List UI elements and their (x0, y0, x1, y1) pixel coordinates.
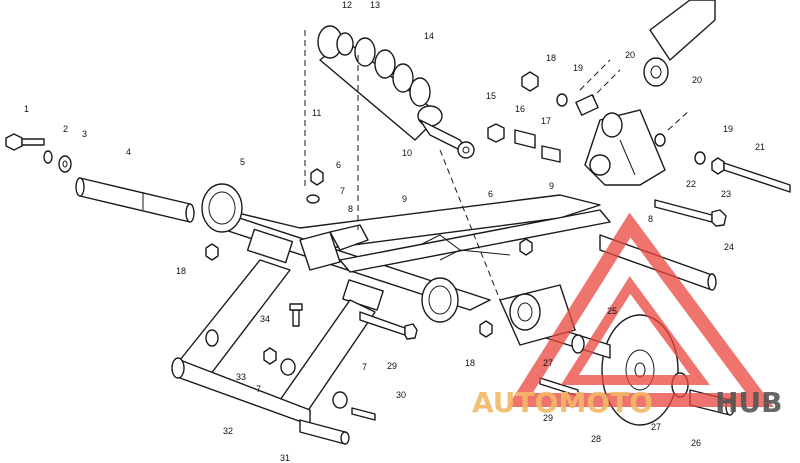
screw-34 (292, 309, 300, 327)
washer-2 (43, 150, 53, 164)
bushing-17 (541, 145, 561, 163)
washer-7-right (332, 391, 348, 409)
callout-1: 1 (24, 104, 29, 114)
callout-24: 24 (724, 242, 734, 252)
washer-19-right (694, 151, 706, 165)
callout-3: 3 (82, 129, 87, 139)
bushing-20 (575, 94, 599, 116)
bolt-21 (711, 157, 791, 193)
lower-arm-assembly (171, 259, 376, 445)
bolt-30 (351, 407, 376, 421)
nut-18-center (479, 320, 493, 338)
callout-19b: 19 (723, 124, 733, 134)
callout-30: 30 (396, 390, 406, 400)
callout-22: 22 (686, 179, 696, 189)
rocker-arm-22 (584, 109, 666, 186)
spring-clip-9 (419, 234, 511, 261)
bushing-16 (514, 129, 536, 149)
callout-9b: 9 (549, 181, 554, 191)
washer-7-top (306, 194, 320, 204)
washer-7-lower (280, 358, 296, 376)
callout-15: 15 (486, 91, 496, 101)
callout-8b: 8 (648, 214, 653, 224)
callout-10: 10 (402, 148, 412, 158)
upper-a-arm-frame (201, 183, 611, 323)
part-callouts: 1 2 3 4 5 6 6 7 7 7 8 8 9 9 10 11 12 13 … (24, 0, 765, 463)
washer-3 (58, 155, 72, 173)
watermark-word-automoto: AUTOMOTO (472, 386, 653, 419)
callout-6a: 6 (336, 160, 341, 170)
callout-5: 5 (240, 157, 245, 167)
callout-9a: 9 (402, 194, 407, 204)
callout-13: 13 (370, 0, 380, 10)
callout-29b: 29 (543, 413, 553, 423)
nut-15 (487, 123, 505, 143)
callout-21: 21 (755, 142, 765, 152)
callout-29a: 29 (387, 361, 397, 371)
nut-18-left (205, 243, 219, 261)
automotohub-watermark: AUTOMOTO HUB (472, 212, 783, 419)
callout-20b: 20 (692, 75, 702, 85)
callout-7b: 7 (256, 384, 261, 394)
callout-16: 16 (515, 104, 525, 114)
callout-26: 26 (691, 438, 701, 448)
callout-7a: 7 (340, 186, 345, 196)
callout-12: 12 (342, 0, 352, 10)
nut-33 (263, 347, 277, 365)
nut-6-right (519, 238, 533, 256)
callout-18c: 18 (465, 358, 475, 368)
callout-19a: 19 (573, 63, 583, 73)
callout-23: 23 (721, 189, 731, 199)
washer-19-top (556, 93, 568, 107)
watermark-triangle-outer (507, 212, 774, 407)
callout-4: 4 (126, 147, 131, 157)
callout-6b: 6 (488, 189, 493, 199)
bolt-1-left (5, 133, 45, 151)
tube-4 (75, 177, 195, 223)
callout-17: 17 (541, 116, 551, 126)
bracket-8 (329, 224, 369, 251)
shock-upper-right (643, 0, 716, 87)
callout-33: 33 (236, 372, 246, 382)
callout-27a: 27 (543, 358, 553, 368)
callout-34: 34 (260, 314, 270, 324)
washer-27-left (571, 334, 585, 354)
callout-18b: 18 (176, 266, 186, 276)
callout-14: 14 (424, 31, 434, 41)
callout-32: 32 (223, 426, 233, 436)
nut-6-top (310, 168, 324, 186)
washer-20-right (654, 133, 666, 147)
bolt-23 (654, 199, 727, 227)
callout-28: 28 (591, 434, 601, 444)
callout-18a: 18 (546, 53, 556, 63)
nut-18-top (521, 71, 539, 92)
callout-27b: 27 (651, 422, 661, 432)
watermark-triangle-inner (560, 276, 710, 385)
callout-7c: 7 (362, 362, 367, 372)
shock-absorber (317, 25, 475, 159)
callout-8a: 8 (348, 204, 353, 214)
watermark-word-hub: HUB (715, 386, 783, 419)
callout-20a: 20 (625, 50, 635, 60)
callout-2: 2 (63, 124, 68, 134)
callout-11: 11 (312, 108, 321, 118)
callout-31: 31 (280, 453, 290, 463)
callout-25: 25 (607, 306, 617, 316)
